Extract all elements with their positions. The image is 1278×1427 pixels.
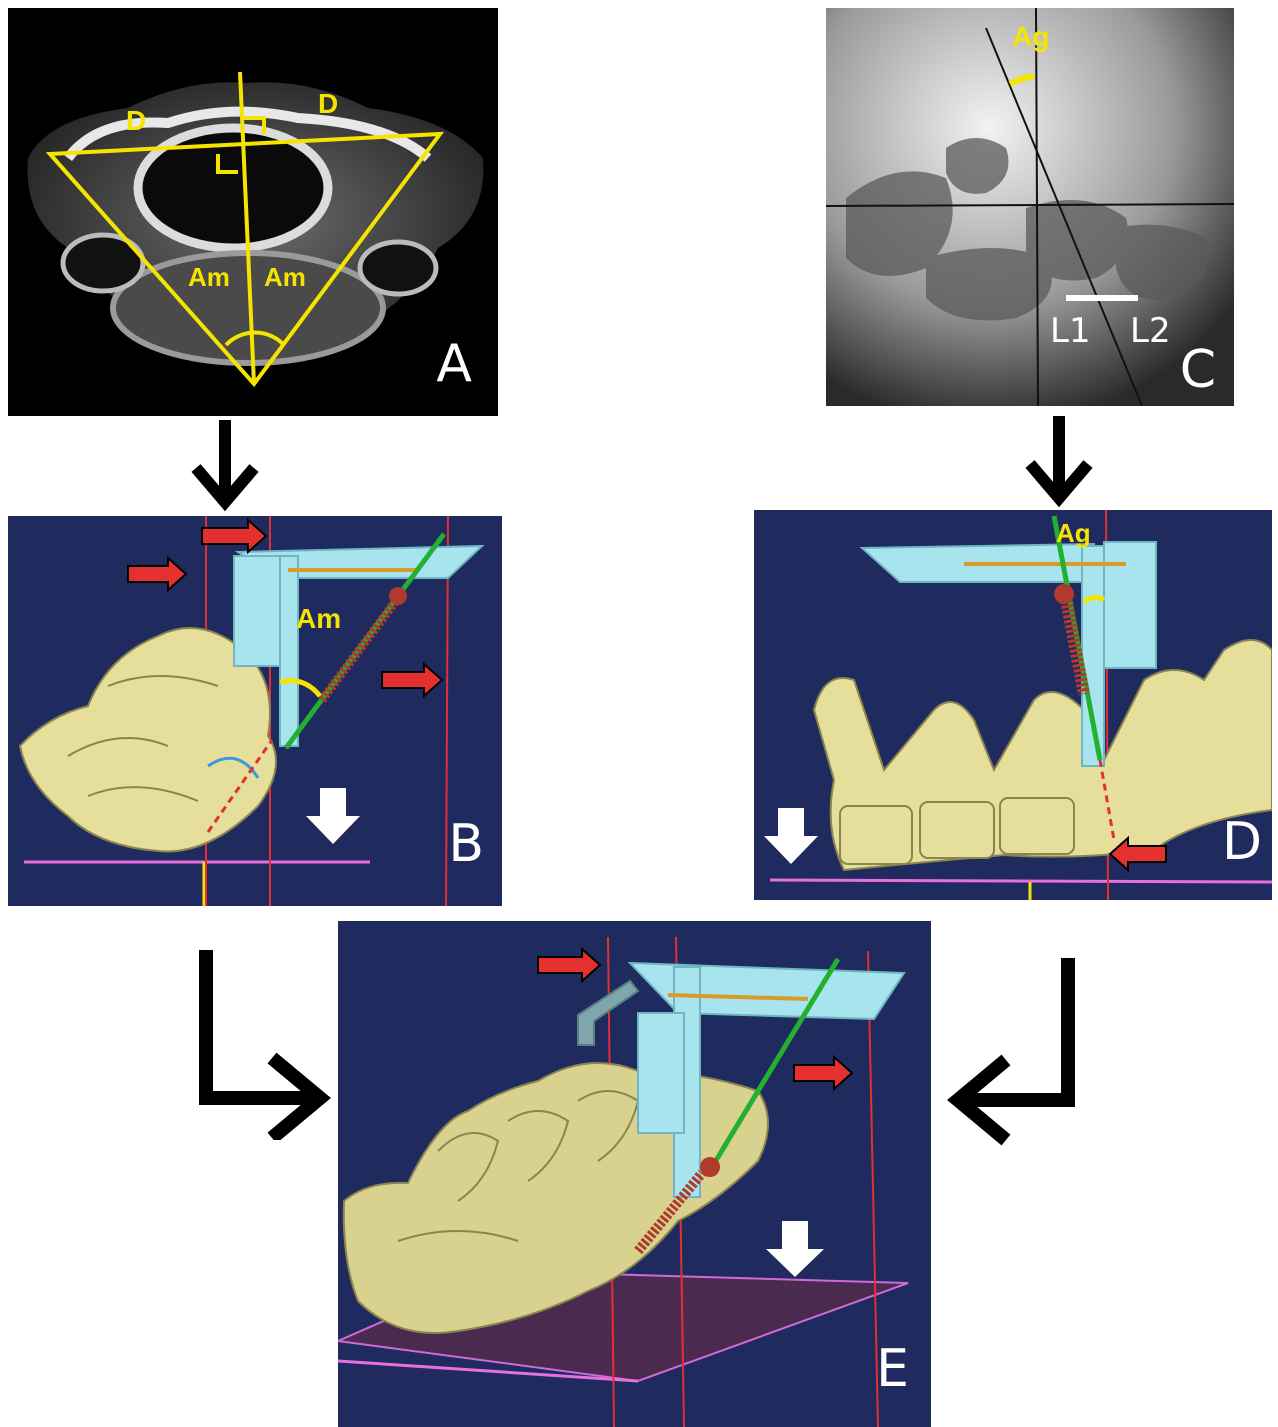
axial-ct-image: D D Am Am [8, 8, 498, 416]
label-ag: Ag [1056, 518, 1091, 548]
label-am-left: Am [188, 262, 230, 292]
label-d-right: D [318, 88, 338, 119]
lateral-xray-image: Ag L1 L2 [826, 8, 1234, 406]
screw-head [1054, 584, 1074, 604]
guide-template-block [638, 1013, 684, 1133]
panel-e-3d-model: E [338, 921, 931, 1427]
guide-template-block [234, 556, 282, 666]
panel-letter-d: D [1222, 816, 1262, 868]
label-am: Am [296, 603, 341, 634]
panel-letter-e: E [876, 1343, 909, 1395]
guide-template-post [280, 556, 298, 746]
screw-head [389, 587, 407, 605]
vertebral-body-3 [1000, 798, 1074, 854]
white-down-arrow-icon [766, 1221, 824, 1277]
red-arrow-icon [794, 1057, 852, 1089]
panel-letter-b: B [448, 818, 484, 870]
red-arrow-icon [538, 949, 600, 981]
red-arrow-icon [202, 520, 266, 552]
down-arrow-icon [190, 416, 260, 512]
red-arrow-icon [128, 558, 186, 590]
white-down-arrow-icon [306, 788, 360, 844]
panel-d-3d-model: Ag D [754, 510, 1272, 900]
foramen-right [360, 242, 436, 294]
elbow-arrow-left-icon [944, 958, 1084, 1148]
label-am-right: Am [264, 262, 306, 292]
model-e-scene [338, 921, 931, 1427]
white-down-arrow-icon [764, 808, 818, 864]
elbow-arrow-right-icon [196, 950, 336, 1140]
panel-c-lateral-xray: Ag L1 L2 C [826, 8, 1234, 406]
guide-template-arm [630, 963, 904, 1019]
ground-plane-line [770, 880, 1272, 882]
vertebral-body-1 [840, 806, 912, 864]
label-ag: Ag [1012, 21, 1049, 52]
panel-letter-a: A [436, 338, 472, 390]
label-l2: L2 [1130, 311, 1171, 351]
vertebral-body-2 [920, 802, 994, 858]
panel-a-axial-ct: D D Am Am A [8, 8, 498, 416]
panel-letter-c: C [1180, 344, 1216, 396]
model-b-scene: Am [8, 516, 502, 906]
panel-b-3d-model: Am B [8, 516, 502, 906]
screw-head [700, 1157, 720, 1177]
label-l1: L1 [1050, 311, 1091, 351]
model-d-scene: Ag [754, 510, 1272, 900]
guide-template-block [1104, 542, 1156, 668]
down-arrow-icon [1024, 412, 1094, 508]
red-arrow-icon [382, 664, 442, 696]
label-d-left: D [126, 105, 146, 136]
